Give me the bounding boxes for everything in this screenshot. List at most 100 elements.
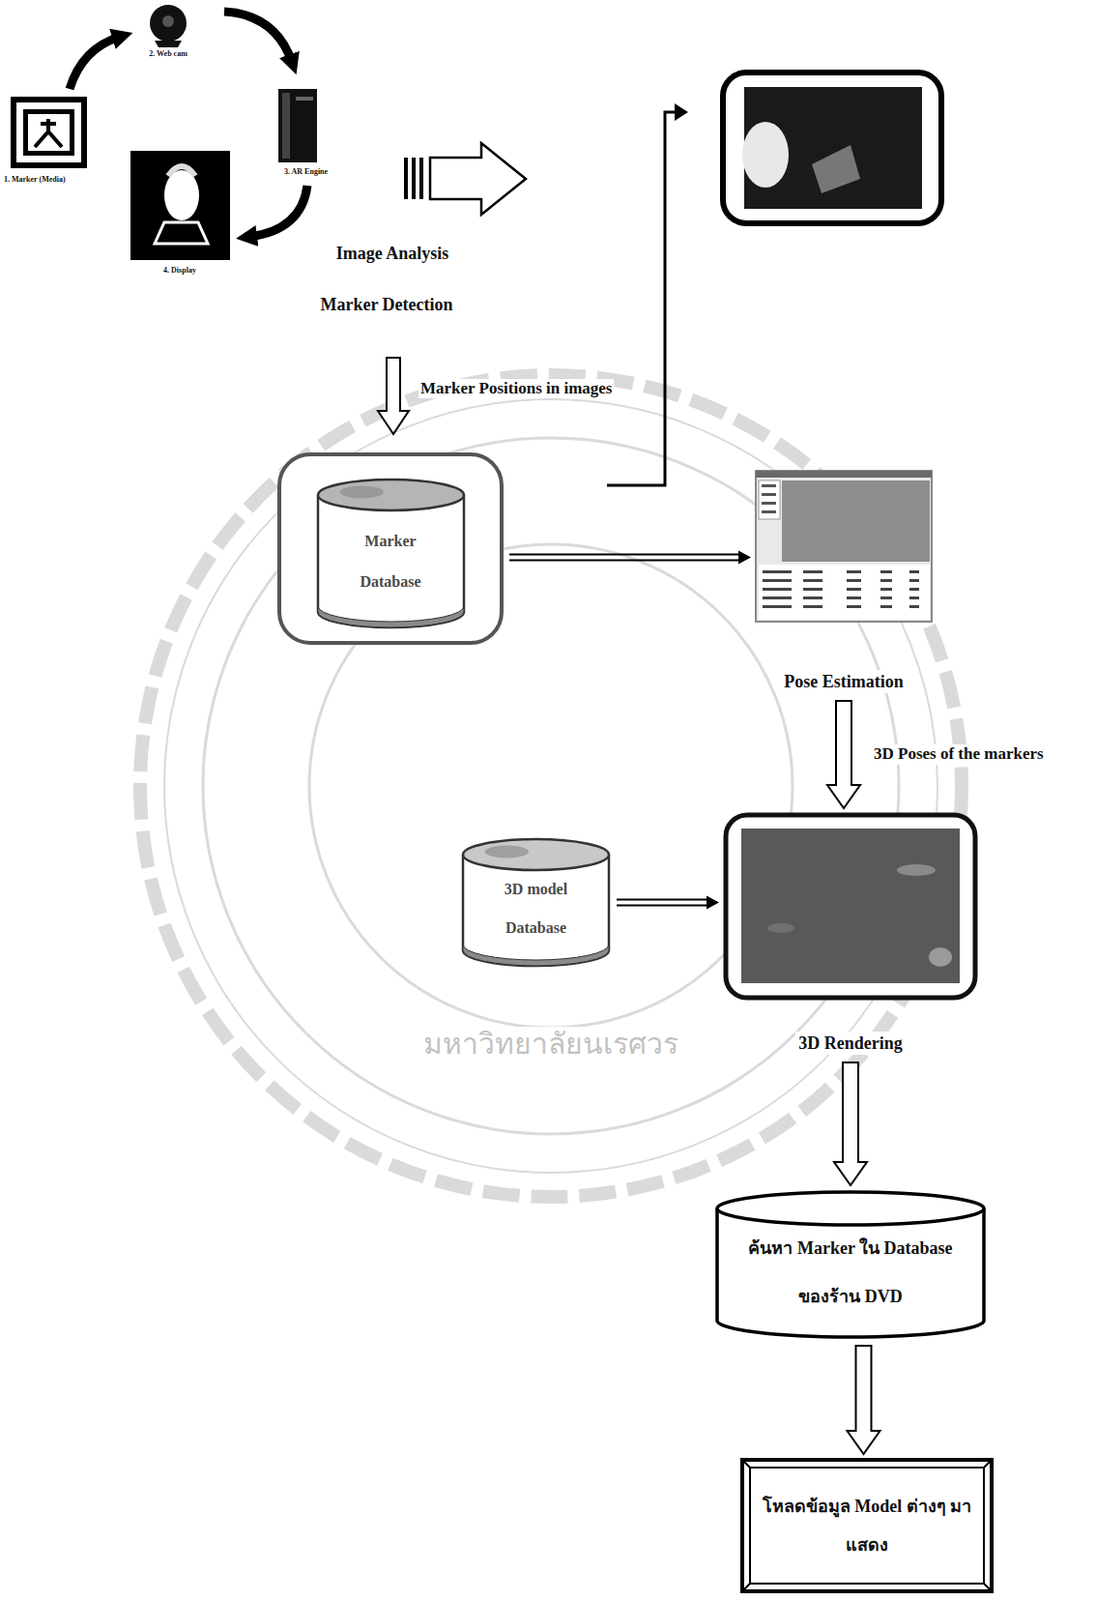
screenshot-panel-shape — [762, 596, 792, 600]
screenshot-panel-shape — [761, 510, 777, 514]
display-screen — [154, 222, 208, 244]
connector — [834, 1062, 867, 1185]
flow-arrow-hollow — [403, 143, 526, 215]
marker-card — [16, 102, 82, 163]
node-text: ค้นหา Marker ใน Database ของร้าน DVD — [748, 1223, 953, 1321]
node-text: 3D Rendering — [795, 1031, 906, 1055]
display-screen — [168, 166, 196, 176]
display-screen — [130, 150, 231, 260]
screenshot-panel-shape — [846, 587, 862, 591]
ar-engine-computer — [278, 88, 318, 163]
database-cylinder-shape — [462, 944, 609, 966]
screenshot-panel-shape — [846, 605, 862, 608]
database-cylinder-shape — [461, 836, 611, 968]
connector-line — [616, 904, 710, 907]
text-block: 3D model Database — [461, 869, 611, 948]
flow-arrow-hollow — [430, 143, 526, 215]
connector-head — [706, 895, 720, 910]
screenshot-panel-shape — [803, 570, 823, 574]
screenshot-panel-shape — [754, 469, 933, 623]
screenshot-panel-shape — [781, 480, 930, 562]
watermark-text: มหาวิทยาลัยนเรศวร — [421, 1026, 681, 1062]
connector-line — [616, 898, 710, 901]
output-box-shape — [749, 1467, 984, 1584]
text-block: Pose Estimation — [754, 669, 933, 693]
component-caption: 4. Display — [161, 265, 199, 276]
flow-arrow-hollow — [419, 157, 424, 200]
monitor-panel-shape — [767, 922, 795, 933]
connector-arrow — [834, 1062, 867, 1185]
screenshot-panel-shape — [846, 596, 862, 600]
database-cylinder: ค้นหา Marker ใน Database ของร้าน DVD — [714, 1188, 987, 1340]
monitor-panel: 3D Rendering — [722, 811, 979, 1057]
display-screen — [130, 150, 231, 260]
marker-card — [10, 96, 87, 169]
ar-engine-computer — [282, 92, 290, 159]
arrow-label: Marker Positions in images — [418, 378, 614, 399]
flow-arrow-hollow — [411, 157, 416, 200]
screenshot-panel-shape — [846, 570, 862, 574]
screenshot-panel-shape — [761, 484, 777, 488]
marker-card — [28, 114, 70, 151]
database-panel-shape — [317, 479, 464, 511]
component-caption: 3. AR Engine — [282, 167, 330, 177]
leader-line — [606, 103, 689, 486]
screenshot-panel-shape — [761, 501, 777, 505]
webcam-icon — [162, 15, 174, 28]
screenshot-panel-shape — [909, 596, 920, 600]
cycle-arrow — [249, 185, 308, 237]
ar-engine-computer — [278, 88, 318, 163]
connector — [616, 895, 720, 910]
screenshot-panel-shape — [803, 605, 823, 608]
output-box-shape — [742, 1459, 992, 1591]
screenshot-panel-shape — [880, 587, 893, 591]
screenshot-panel-shape — [880, 578, 893, 582]
camera-view-screen — [742, 121, 789, 188]
display-screen — [164, 170, 200, 221]
text-block: ค้นหา Marker ใน Database ของร้าน DVD — [714, 1223, 987, 1321]
monitor-panel-shape — [741, 828, 960, 983]
monitor-panel-shape — [928, 947, 952, 967]
database-cylinder-shape — [714, 1188, 987, 1340]
database-cylinder-shape — [717, 1208, 984, 1337]
leader-line — [606, 112, 677, 486]
university-seal-watermark — [140, 374, 962, 1197]
screenshot-panel-shape — [880, 570, 893, 574]
monitor-panel-shape — [896, 864, 936, 876]
webcam-icon — [149, 4, 187, 42]
flow-arrow-hollow — [377, 357, 409, 434]
output-box-shape — [742, 1459, 992, 1591]
connector-head — [738, 550, 751, 565]
university-seal-watermark — [164, 399, 938, 1173]
edge-label: 3D Poses of the markers — [871, 744, 1046, 764]
node-text: โหลดข้อมูล Model ต่างๆ มาแสดง — [757, 1486, 977, 1564]
connector — [509, 550, 751, 565]
screenshot-panel-shape — [762, 570, 792, 574]
connector-line — [509, 559, 742, 562]
marker-card — [34, 118, 62, 147]
text-block: 3D Rendering — [722, 1031, 979, 1055]
component-caption: 1. Marker (Media) — [1, 174, 68, 185]
database-panel-shape — [340, 486, 384, 499]
screenshot-panel-shape — [803, 596, 823, 600]
university-seal-watermark — [140, 374, 962, 1197]
screenshot-panel-shape — [909, 605, 920, 608]
screenshot-panel-shape — [762, 605, 792, 608]
screenshot-panel-shape — [755, 470, 932, 478]
database-cylinder-shape — [485, 845, 529, 859]
screenshot-panel-shape — [762, 578, 792, 582]
screenshot-panel: Pose Estimation — [754, 469, 933, 695]
database-cylinder: 3D model Database — [461, 836, 611, 968]
database-panel-shape — [317, 605, 464, 628]
screenshot-panel-shape — [909, 570, 920, 574]
cycle-arrow — [69, 11, 308, 237]
connector-arrow — [847, 1345, 881, 1454]
marker-card — [10, 96, 87, 169]
screenshot-panel-shape — [755, 470, 932, 622]
ar-engine-computer — [295, 96, 314, 101]
screenshot-panel-shape — [761, 492, 777, 496]
screenshot-panel-shape — [758, 480, 780, 520]
webcam-icon — [149, 4, 187, 48]
